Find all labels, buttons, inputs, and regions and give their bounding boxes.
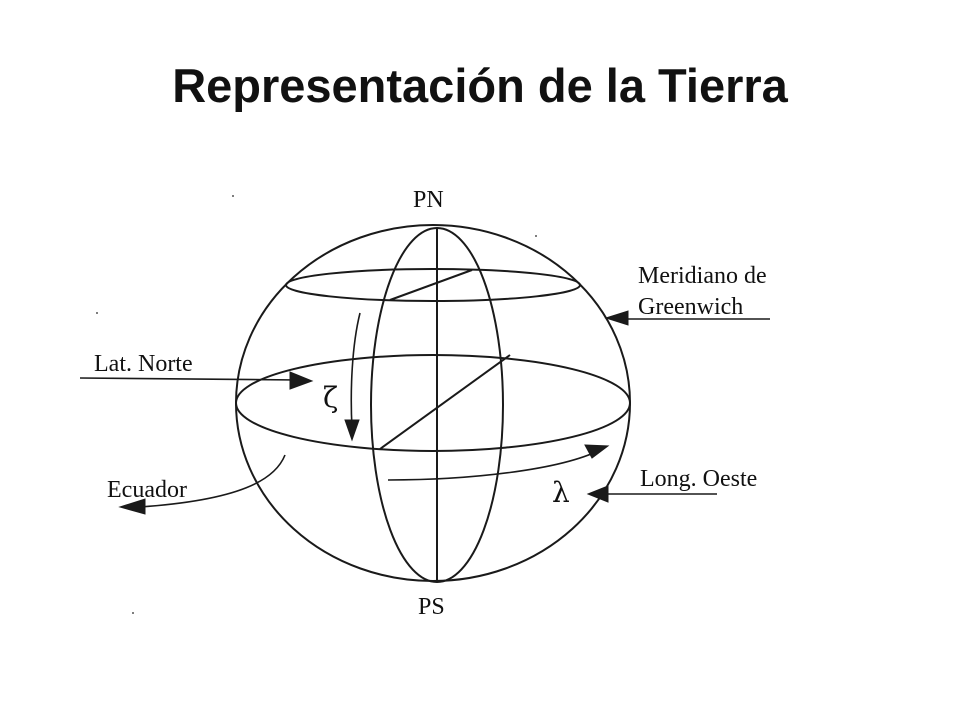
south-pole-label: PS	[418, 594, 445, 620]
lambda-symbol: λ	[552, 476, 570, 509]
latitude-circle	[285, 268, 581, 302]
scan-speck	[132, 612, 134, 614]
equator-circle	[235, 354, 631, 452]
equator-diameter-line	[379, 354, 511, 450]
zeta-symbol: ζ	[323, 381, 338, 414]
lambda-arc	[387, 449, 601, 481]
meridian-label-line2: Greenwich	[638, 294, 743, 320]
scan-speck	[232, 195, 234, 197]
zeta-arrowhead	[344, 419, 360, 442]
zeta-arc-arrow	[350, 312, 361, 429]
meridian-pointer-arrowhead	[604, 310, 629, 326]
globe-outline	[235, 224, 631, 582]
latitude-label: Lat. Norte	[94, 351, 193, 377]
scan-speck	[96, 312, 98, 314]
longitude-pointer-arrowhead	[586, 485, 609, 503]
north-pole-label: PN	[413, 187, 444, 213]
scan-speck	[535, 235, 537, 237]
latitude-pointer-arrowhead	[289, 371, 314, 390]
meridian-label-line1: Meridiano de	[638, 263, 767, 289]
equator-label: Ecuador	[107, 477, 187, 503]
lambda-arrowhead	[584, 444, 610, 459]
longitude-label: Long. Oeste	[640, 466, 757, 492]
equator-pointer-arrowhead	[118, 498, 146, 515]
equator-pointer-line	[139, 454, 286, 508]
latitude-radius-line	[389, 269, 473, 301]
latitude-pointer-line	[79, 377, 301, 381]
slide-title: Representación de la Tierra	[172, 59, 788, 112]
